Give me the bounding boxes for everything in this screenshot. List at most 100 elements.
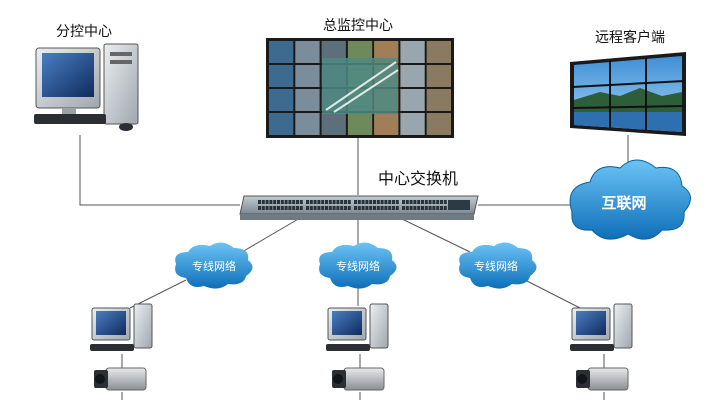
- video-wall-tile: [347, 113, 373, 135]
- label-branch-center: 分控中心: [56, 24, 112, 40]
- switch-port: [388, 206, 392, 210]
- video-wall-tile: [374, 41, 399, 63]
- video-wall-tile: [400, 113, 425, 135]
- security-camera-icon: [94, 367, 147, 391]
- switch-port: [332, 206, 336, 210]
- switch-port: [417, 200, 421, 204]
- line-net1-to-site1: [129, 279, 187, 309]
- switch-port: [280, 200, 284, 204]
- switch-port: [261, 200, 265, 204]
- video-wall-road-lines: [325, 61, 399, 113]
- switch-port: [292, 200, 296, 204]
- switch-port: [365, 200, 369, 204]
- switch-port: [428, 200, 432, 204]
- video-wall-tile: [426, 113, 451, 135]
- switch-port: [313, 206, 317, 210]
- switch-port: [428, 206, 432, 210]
- switch-port: [317, 200, 321, 204]
- private-network-cloud-icon: [319, 242, 397, 289]
- switch-port: [288, 200, 292, 204]
- switch-port: [269, 206, 273, 210]
- video-wall-tile: [269, 113, 294, 135]
- line-switch-to-net1: [241, 217, 301, 253]
- switch-port: [440, 200, 443, 204]
- video-wall-tile: [269, 65, 294, 87]
- label-core-switch: 中心交换机: [378, 169, 458, 188]
- switch-port: [306, 206, 309, 210]
- switch-port: [277, 200, 280, 204]
- switch-port: [380, 206, 384, 210]
- switch-port: [321, 206, 325, 210]
- switch-port: [392, 206, 395, 210]
- switch-port: [421, 200, 424, 204]
- connection-lines: [79, 135, 629, 400]
- switch-port: [424, 200, 428, 204]
- switch-port: [436, 206, 440, 210]
- switch-port: [424, 206, 428, 210]
- switch-port: [258, 206, 261, 210]
- desktop-computer-icon: [570, 303, 633, 351]
- switch-port: [409, 200, 413, 204]
- switch-port: [357, 206, 361, 210]
- label-private-net-2: 专线网络: [336, 259, 380, 273]
- video-wall-tile: [374, 113, 399, 135]
- switch-port: [299, 206, 303, 210]
- switch-port: [336, 200, 340, 204]
- switch-port: [402, 206, 405, 210]
- switch-port: [354, 200, 357, 204]
- switch-port: [373, 206, 376, 210]
- switch-port: [317, 206, 321, 210]
- switch-port: [443, 200, 447, 204]
- line-branch-to-switch: [79, 135, 240, 206]
- desktop-computer-icon: [34, 43, 139, 131]
- video-wall-tile: [321, 41, 346, 63]
- video-wall-tile: [426, 89, 451, 111]
- switch-port: [344, 200, 347, 204]
- video-wall-tile: [426, 41, 451, 63]
- switch-port: [328, 200, 332, 204]
- switch-port: [299, 200, 303, 204]
- switch-port: [380, 200, 384, 204]
- switch-port: [365, 206, 369, 210]
- switch-port: [313, 200, 317, 204]
- video-wall-icon: [570, 52, 686, 136]
- switch-port: [261, 206, 265, 210]
- switch-port: [421, 206, 424, 210]
- switch-port: [354, 206, 357, 210]
- video-wall-tile: [269, 41, 294, 63]
- switch-port: [361, 200, 365, 204]
- switch-port: [395, 206, 399, 210]
- switch-port: [273, 206, 277, 210]
- switch-port: [280, 206, 284, 210]
- switch-port: [376, 200, 380, 204]
- label-internet: 互联网: [601, 194, 646, 212]
- switch-port: [440, 206, 443, 210]
- switch-port: [340, 206, 344, 210]
- video-wall-tile: [426, 65, 451, 87]
- switch-port: [269, 200, 273, 204]
- switch-port: [357, 200, 361, 204]
- line-switch-to-net3: [399, 217, 471, 253]
- line-net3-to-site3: [524, 279, 581, 309]
- switch-port: [306, 200, 309, 204]
- switch-port: [328, 206, 332, 210]
- switch-port: [369, 206, 373, 210]
- switch-port: [388, 200, 392, 204]
- switch-port: [325, 206, 328, 210]
- switch-port: [265, 206, 269, 210]
- switch-port: [417, 206, 421, 210]
- switch-port: [413, 200, 417, 204]
- video-wall-tile: [400, 65, 425, 87]
- switch-port: [347, 200, 351, 204]
- private-network-cloud-icon: [175, 242, 253, 289]
- switch-port: [373, 200, 376, 204]
- switch-port: [361, 206, 365, 210]
- internet-cloud-icon: [569, 159, 691, 240]
- switch-port: [432, 200, 436, 204]
- switch-port: [325, 200, 328, 204]
- switch-port: [258, 200, 261, 204]
- switch-port: [409, 206, 413, 210]
- video-wall-tile: [295, 113, 320, 135]
- switch-port: [443, 206, 447, 210]
- switch-port: [405, 206, 409, 210]
